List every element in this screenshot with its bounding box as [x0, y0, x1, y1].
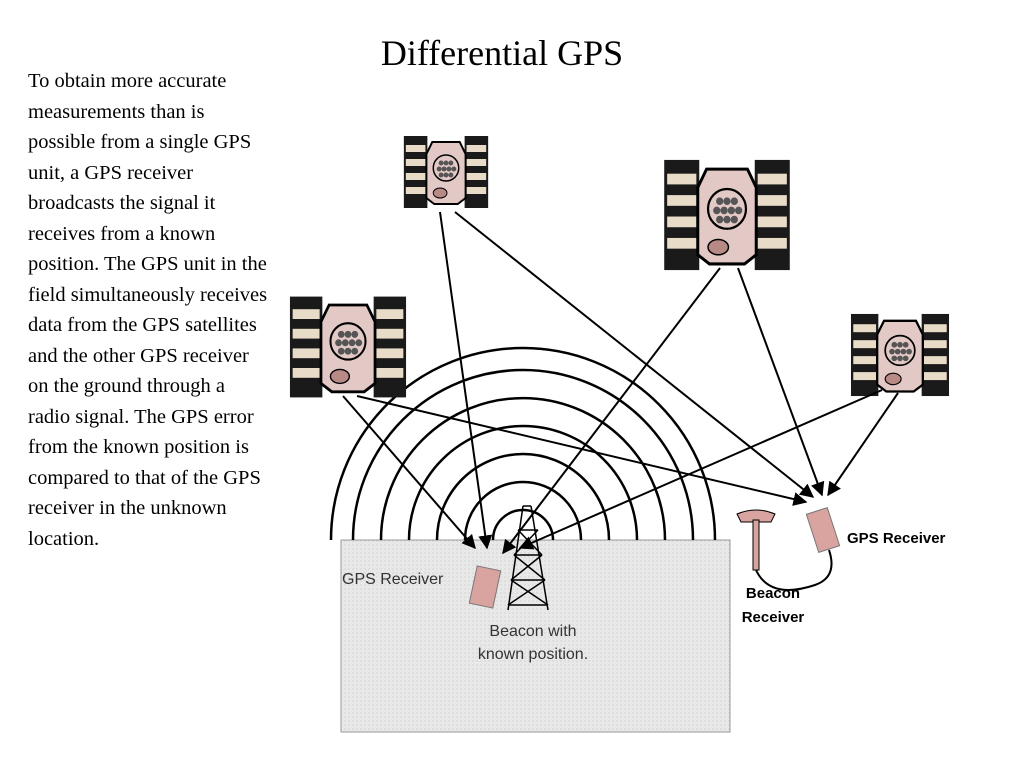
- beacon-receiver-label-line1: Beacon: [746, 585, 800, 602]
- beacon-receiver-label-line2: Receiver: [742, 609, 805, 626]
- body-text: To obtain more accurate measurements tha…: [28, 70, 268, 550]
- beacon-receiver-antenna-icon: [736, 509, 776, 571]
- radio-waves: [329, 346, 717, 541]
- satellite-icon: [402, 135, 490, 209]
- gps-receiver-icon: [805, 506, 841, 554]
- slide-title: Differential GPS: [380, 33, 624, 73]
- satellite-icon: [662, 158, 792, 272]
- satellite-icon: [849, 312, 951, 398]
- signal-arrows: [342, 211, 899, 555]
- left-gps-receiver-label: GPS Receiver: [342, 571, 444, 588]
- gps-receiver-icon: [468, 565, 502, 609]
- satellite-icon: [288, 295, 408, 399]
- beacon-label-line2: known position.: [478, 646, 588, 663]
- beacon-label-line1: Beacon with: [489, 623, 576, 640]
- receiver-cable: [755, 549, 833, 591]
- right-gps-receiver-label: GPS Receiver: [847, 530, 946, 547]
